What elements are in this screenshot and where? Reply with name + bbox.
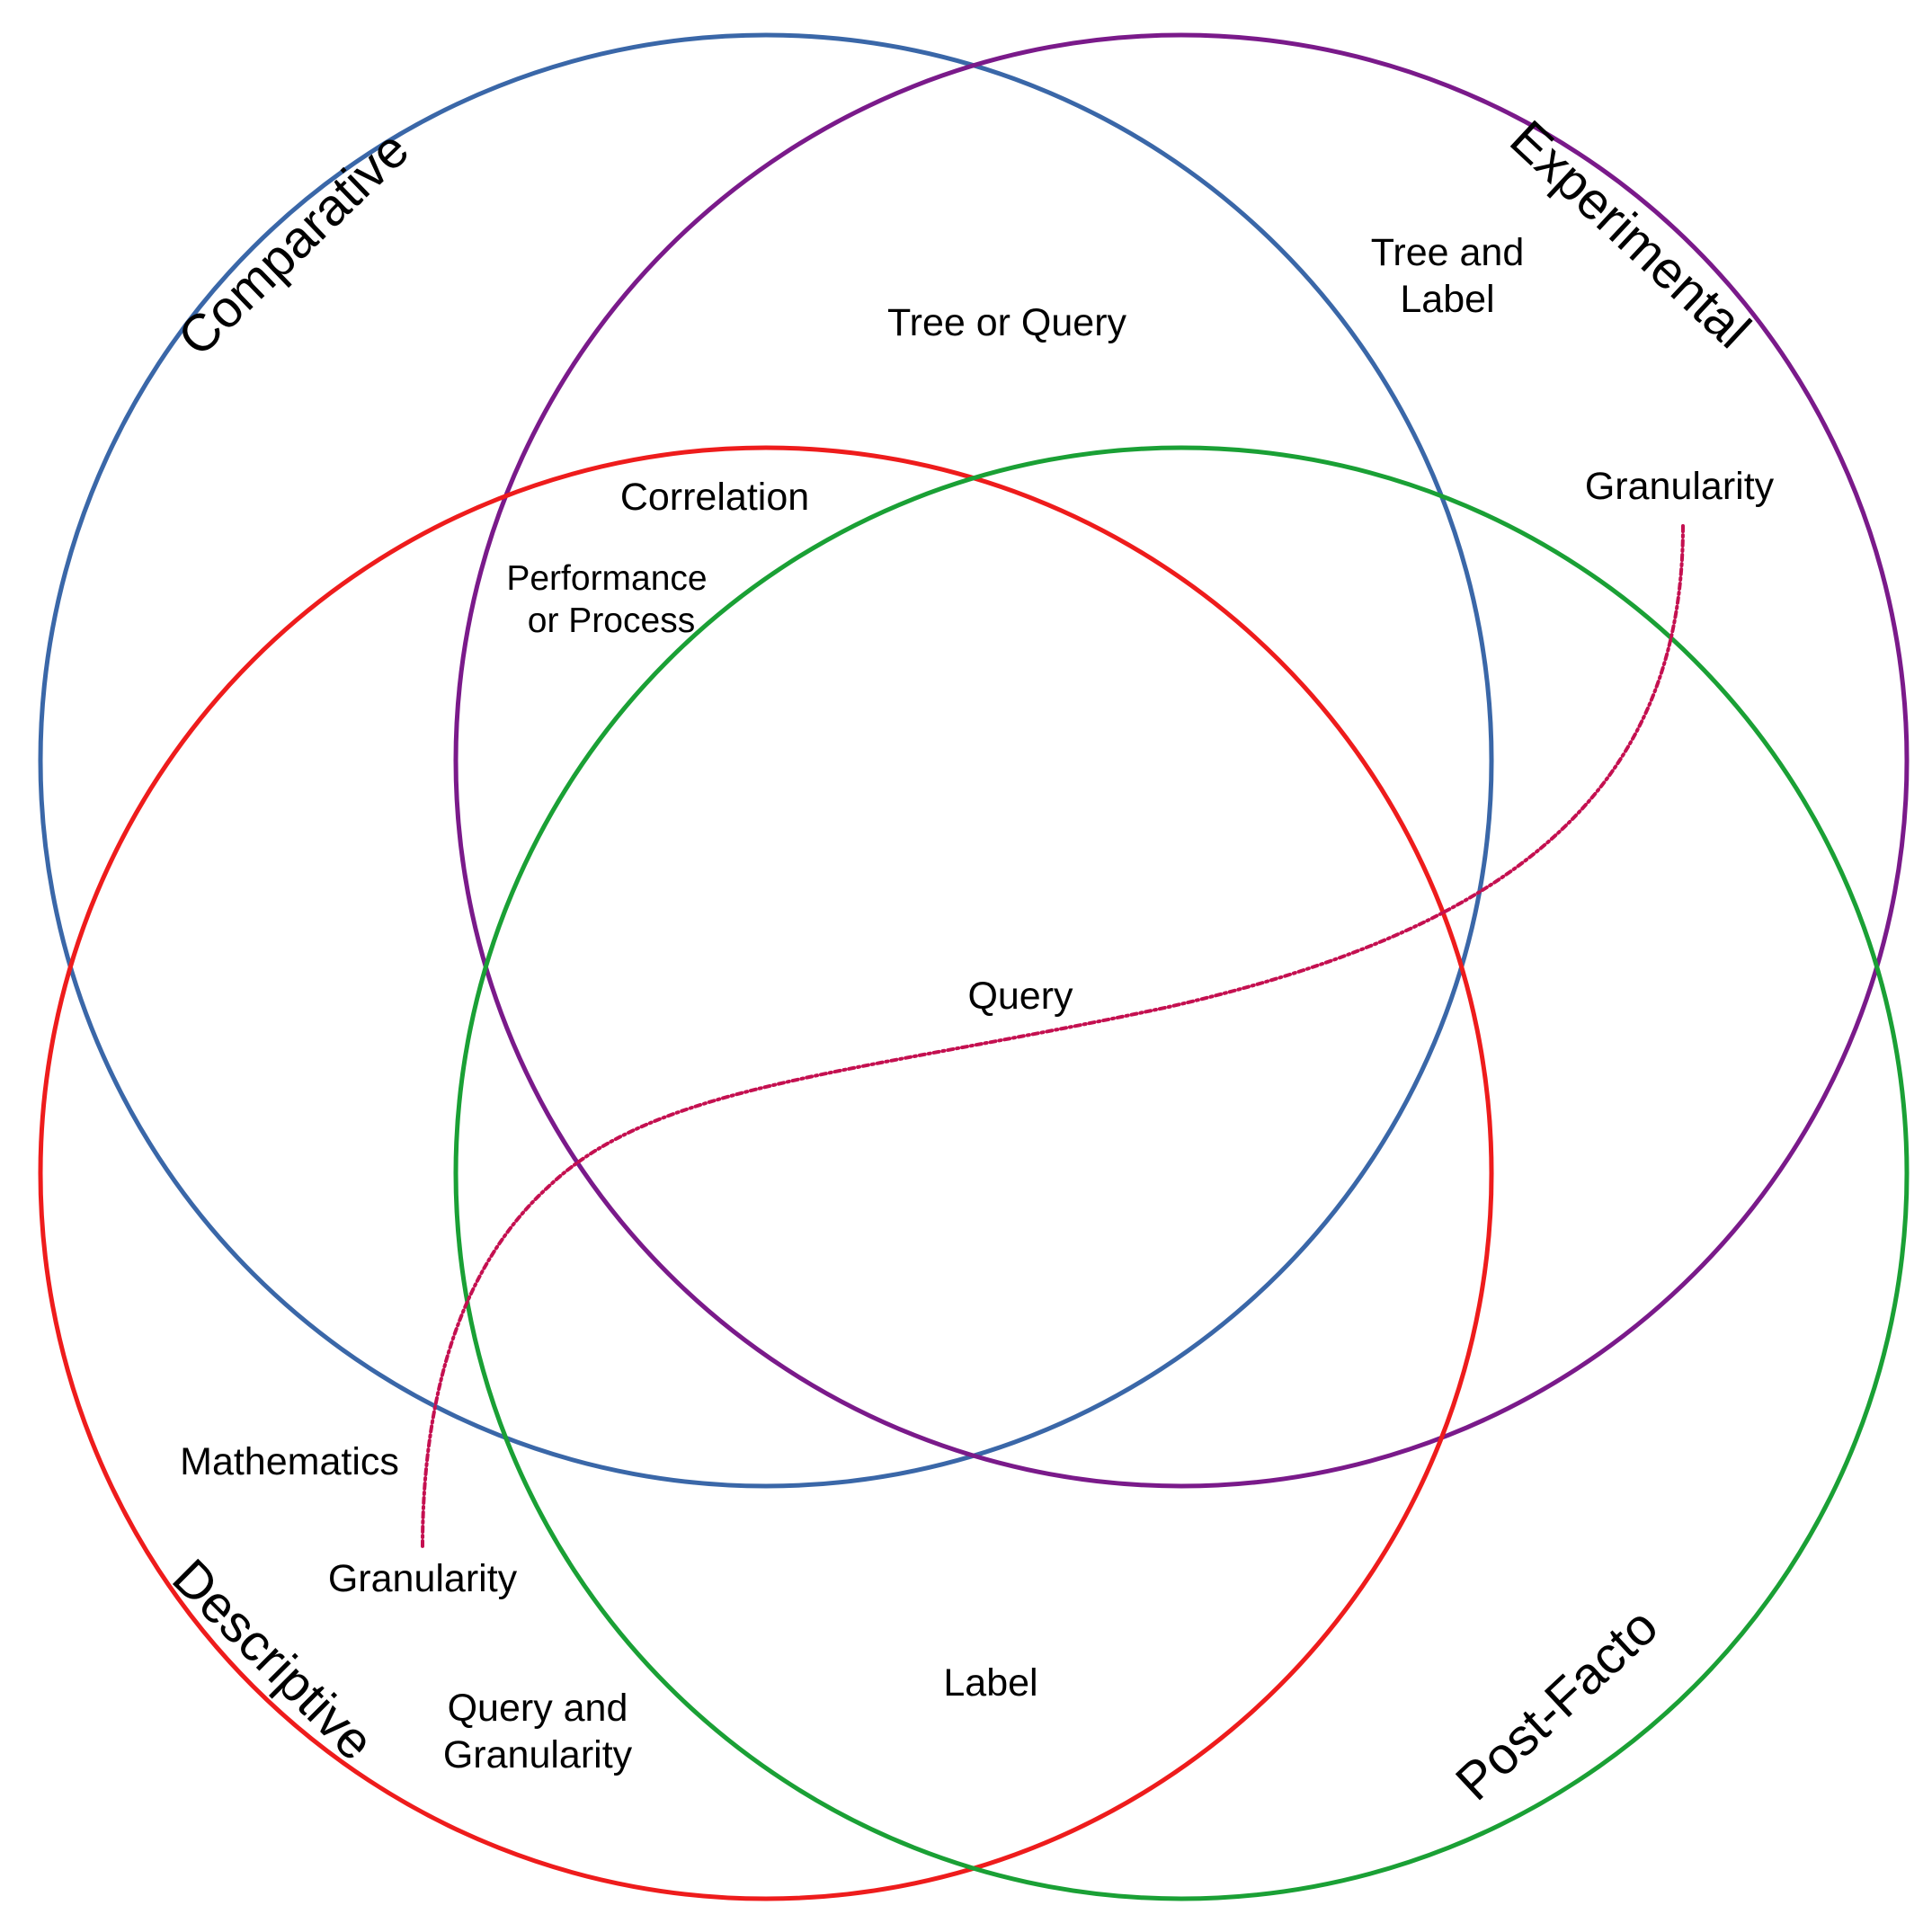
granularity-connector-curve: [421, 524, 1685, 1548]
region-label-label: Label: [943, 1661, 1037, 1705]
region-label-performance-line2: or Process: [528, 601, 695, 640]
set-label-post-facto: Post-Facto: [1445, 1597, 1669, 1812]
region-label-query-and-granularity-line1: Query and: [448, 1687, 628, 1730]
descriptive-circle: [38, 445, 1494, 1901]
region-label-performance-line1: Performance: [506, 559, 707, 598]
region-label-correlation: Correlation: [620, 476, 809, 519]
region-label-query: Query: [967, 975, 1073, 1018]
region-label-tree-and-label-line1: Tree and: [1371, 231, 1525, 274]
region-label-tree-and-label-line2: Label: [1400, 278, 1494, 321]
region-label-tree-or-query: Tree or Query: [887, 301, 1127, 344]
region-label-query-and-granularity-line2: Granularity: [443, 1733, 633, 1776]
set-label-experimental: Experimental: [1499, 110, 1761, 360]
comparative-circle: [38, 32, 1494, 1489]
post-facto-circle: [453, 445, 1910, 1901]
region-label-mathematics: Mathematics: [180, 1440, 399, 1483]
region-label-granularity-experimental: Granularity: [1585, 465, 1775, 508]
region-label-granularity-descriptive: Granularity: [328, 1557, 518, 1600]
set-label-comparative: Comparative: [167, 120, 421, 367]
experimental-circle: [453, 32, 1910, 1489]
